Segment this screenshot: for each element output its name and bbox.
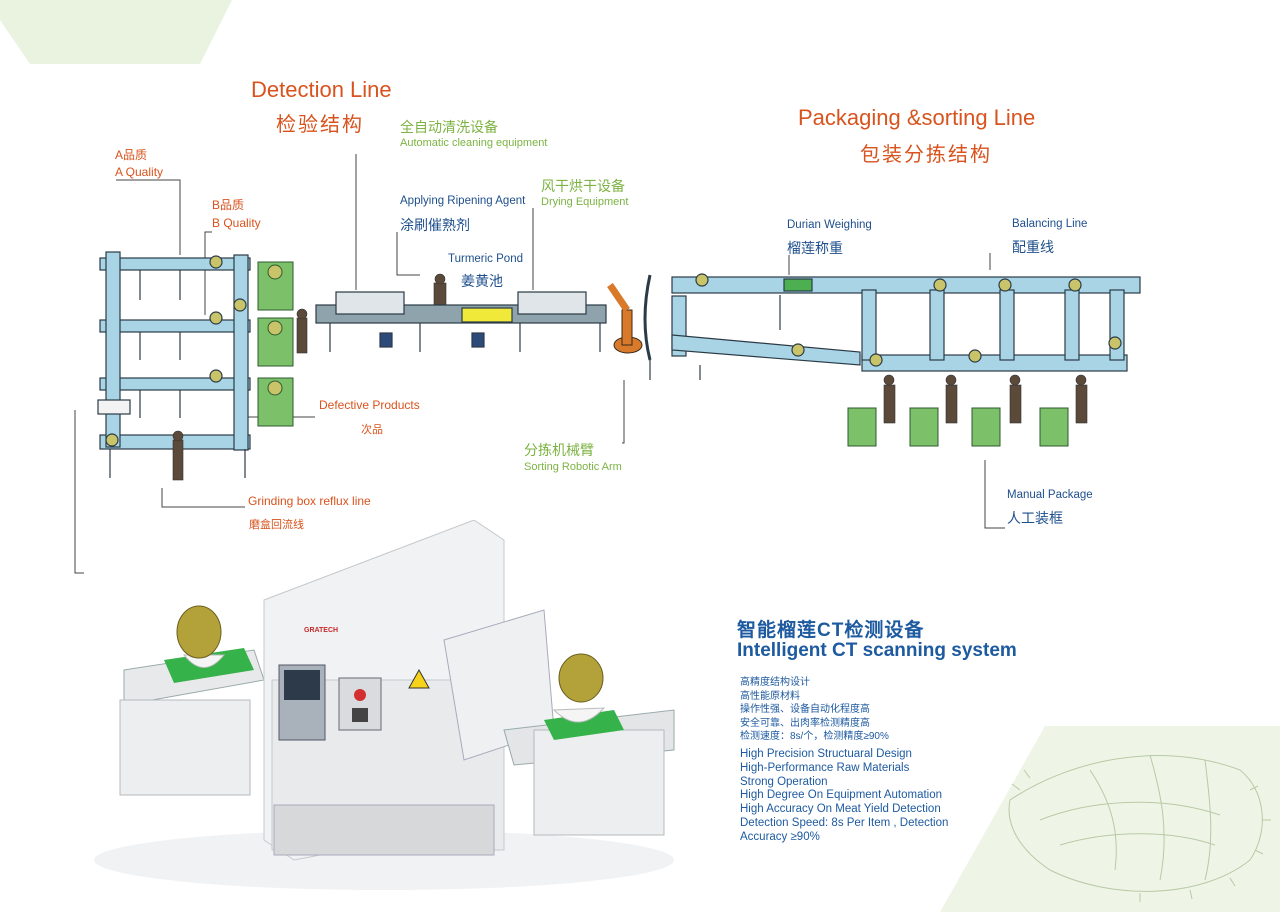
ct-specs-cn: 高精度结构设计 高性能原材料 操作性强、设备自动化程度高 安全可靠、出肉率检测精… xyxy=(740,676,889,744)
cleaning-line xyxy=(315,291,607,352)
robotic-en-label: Sorting Robotic Arm xyxy=(524,461,622,473)
spec-cn-line: 检测速度：8s/个，检测精度≥90% xyxy=(740,731,889,743)
b-quality-en-label: B Quality xyxy=(212,216,261,230)
spec-en-line: High-Performance Raw Materials xyxy=(740,761,910,774)
robotic-arm xyxy=(607,283,643,354)
drying-en-label: Drying Equipment xyxy=(541,196,629,208)
a-quality-cn-label: A品质 xyxy=(115,148,148,162)
detection-tower xyxy=(97,251,251,478)
drying-cn-label: 风干烘干设备 xyxy=(541,178,625,194)
packaging-crates xyxy=(847,407,1069,447)
manual-cn-label: 人工装框 xyxy=(1007,510,1063,526)
spec-en-line: Detection Speed: 8s Per Item , Detection xyxy=(740,816,949,829)
robotic-cn-label: 分拣机械臂 xyxy=(524,442,594,458)
right-conveyor xyxy=(443,609,675,836)
packaging-title-cn: 包装分拣结构 xyxy=(860,144,992,166)
spec-cn-line: 高精度结构设计 xyxy=(740,677,810,688)
weighing-cn-label: 榴莲称重 xyxy=(787,240,843,256)
balancing-en-label: Balancing Line xyxy=(1012,218,1088,230)
spec-en-line: Accuracy ≥90% xyxy=(740,830,820,843)
packaging-line xyxy=(643,273,1141,380)
grinding-cn-label: 磨盒回流线 xyxy=(249,519,304,531)
manual-en-label: Manual Package xyxy=(1007,489,1093,501)
ct-title-en: Intelligent CT scanning system xyxy=(737,640,1017,661)
spec-en-line: High Accuracy On Meat Yield Detection xyxy=(740,803,941,816)
ct-scanner-illustration: GRATECH xyxy=(84,520,684,890)
turmeric-en-label: Turmeric Pond xyxy=(448,253,523,265)
weighing-en-label: Durian Weighing xyxy=(787,219,872,231)
spec-cn-line: 操作性强、设备自动化程度高 xyxy=(740,704,870,716)
spec-en-line: High Precision Structuaral Design xyxy=(740,748,912,760)
packaging-workers xyxy=(883,374,1088,424)
spec-en-line: Strong Operation xyxy=(740,775,828,788)
ct-title-cn: 智能榴莲CT检测设备 xyxy=(737,620,925,641)
spec-en-line: High Degree On Equipment Automation xyxy=(740,789,943,802)
ct-specs-en: High Precision Structuaral Design High-P… xyxy=(740,748,948,845)
durian-right-icon xyxy=(558,653,604,703)
durian-left-icon xyxy=(176,605,222,659)
grinding-en-label: Grinding box reflux line xyxy=(248,494,371,508)
detection-title-cn: 检验结构 xyxy=(276,114,364,136)
brand-logo: GRATECH xyxy=(304,627,338,634)
turmeric-cn-label: 姜黄池 xyxy=(461,273,503,289)
cleaning-en-label: Automatic cleaning equipment xyxy=(400,137,548,149)
b-quality-cn-label: B品质 xyxy=(212,198,245,212)
packaging-title-en: Packaging &sorting Line xyxy=(798,105,1036,130)
cleaning-cn-label: 全自动清洗设备 xyxy=(400,119,498,135)
spec-cn-line: 安全可靠、出肉率检测精度高 xyxy=(740,717,870,729)
spec-cn-line: 高性能原材料 xyxy=(740,690,800,702)
left-conveyor xyxy=(119,605,265,796)
detection-title-en: Detection Line xyxy=(251,77,392,102)
ripening-en-label: Applying Ripening Agent xyxy=(400,195,526,207)
ripening-cn-label: 涂刷催熟剂 xyxy=(400,217,470,233)
ct-machine-body: GRATECH xyxy=(263,520,505,861)
balancing-cn-label: 配重线 xyxy=(1012,239,1054,255)
green-crates xyxy=(257,261,294,427)
defective-en-label: Defective Products xyxy=(319,398,420,412)
a-quality-en-label: A Quality xyxy=(115,165,164,179)
defective-cn-label: 次品 xyxy=(361,424,383,436)
